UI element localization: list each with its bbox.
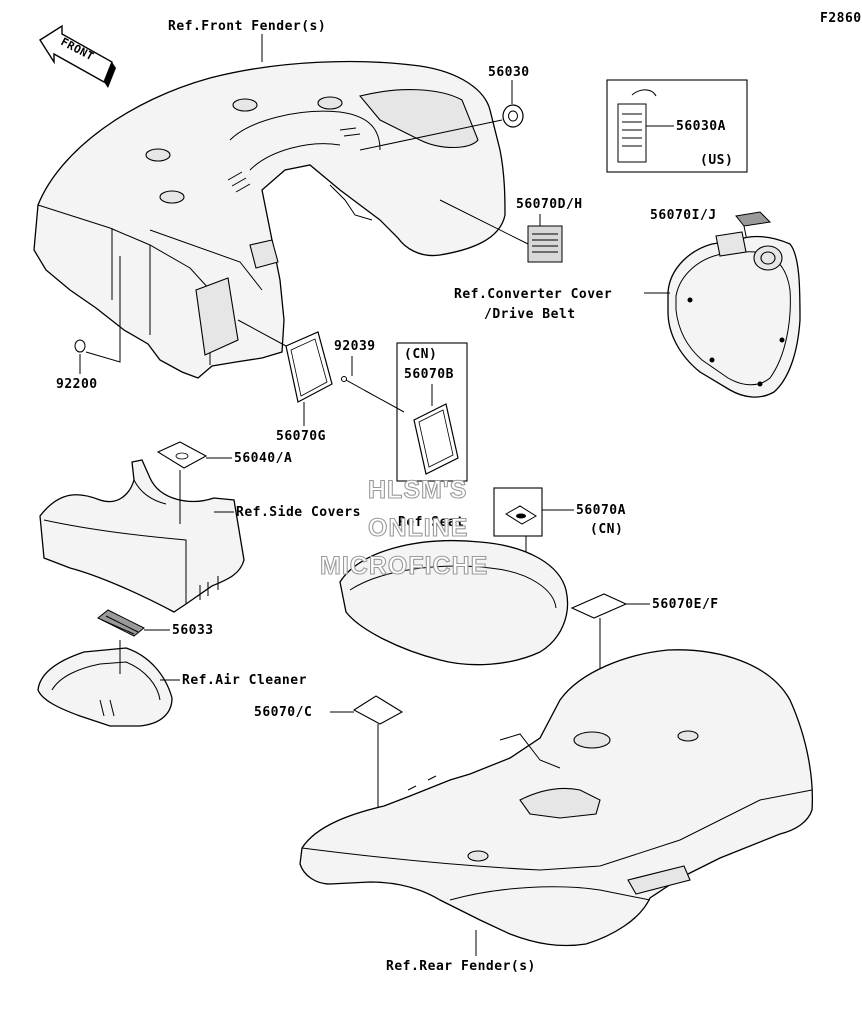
part-56070a-label: 56070A: [576, 503, 626, 518]
cn-label-1: (CN): [404, 347, 437, 362]
side-covers-label: Ref.Side Covers: [236, 505, 361, 520]
grommet-56030: [502, 104, 524, 128]
part-56070ij-label: 56070I/J: [650, 208, 717, 223]
part-56030-label: 56030: [488, 65, 530, 80]
air-cleaner-label: Ref.Air Cleaner: [182, 673, 307, 688]
us-market-label: (US): [700, 153, 733, 168]
cn-label-2: (CN): [590, 522, 623, 537]
label-56070dh: [527, 225, 563, 263]
part-56070g-label: 56070G: [276, 429, 326, 444]
label-56070ef: [570, 593, 628, 619]
part-92039-label: 92039: [334, 339, 376, 354]
part-56033-label: 56033: [172, 623, 214, 638]
front-fender-label: Ref.Front Fender(s): [168, 19, 326, 34]
air-cleaner-part: [37, 647, 173, 727]
watermark: HLSM'S ONLINE MICROFICHE: [319, 475, 488, 580]
front-arrow-icon: FRONT: [39, 24, 116, 88]
part-56070ef-label: 56070E/F: [652, 597, 719, 612]
plate-56070g: [285, 331, 333, 403]
label-56070c: [352, 695, 404, 725]
figure-code: F2860: [820, 11, 862, 26]
rear-fender-part: [299, 649, 813, 947]
label-56070ij: [735, 211, 772, 227]
front-fender-part: [33, 60, 506, 379]
label-56070a: [505, 505, 537, 525]
seat-part: [339, 539, 569, 666]
part-56070c-label: 56070/C: [254, 705, 312, 720]
converter-cover-label: Ref.Converter Cover: [454, 287, 612, 302]
side-covers-part: [39, 459, 245, 613]
rivet-92039: [341, 376, 365, 391]
part-56070b-box: [396, 342, 468, 482]
label-56033: [97, 609, 145, 637]
watermark-line-1: HLSM'S: [368, 476, 467, 504]
converter-cover-part: [667, 231, 801, 398]
seat-label: Ref.Seat: [398, 515, 465, 530]
part-56030a-label: 56030A: [676, 119, 726, 134]
watermark-line-3: MICROFICHE: [320, 552, 488, 580]
part-56040a-label: 56040/A: [234, 451, 292, 466]
part-92200-label: 92200: [56, 377, 98, 392]
part-56070a-box: [493, 487, 543, 537]
tag-56030a: [617, 89, 657, 163]
part-56070b-label: 56070B: [404, 367, 454, 382]
part-56030a-box: [606, 79, 748, 173]
drive-belt-label: /Drive Belt: [484, 307, 576, 322]
watermark-line-2: ONLINE: [368, 514, 468, 542]
rear-fender-label: Ref.Rear Fender(s): [386, 959, 536, 974]
clip-92200: [74, 339, 86, 353]
part-56070dh-label: 56070D/H: [516, 197, 583, 212]
plate-56070b: [413, 403, 459, 475]
label-56040a: [156, 441, 208, 469]
